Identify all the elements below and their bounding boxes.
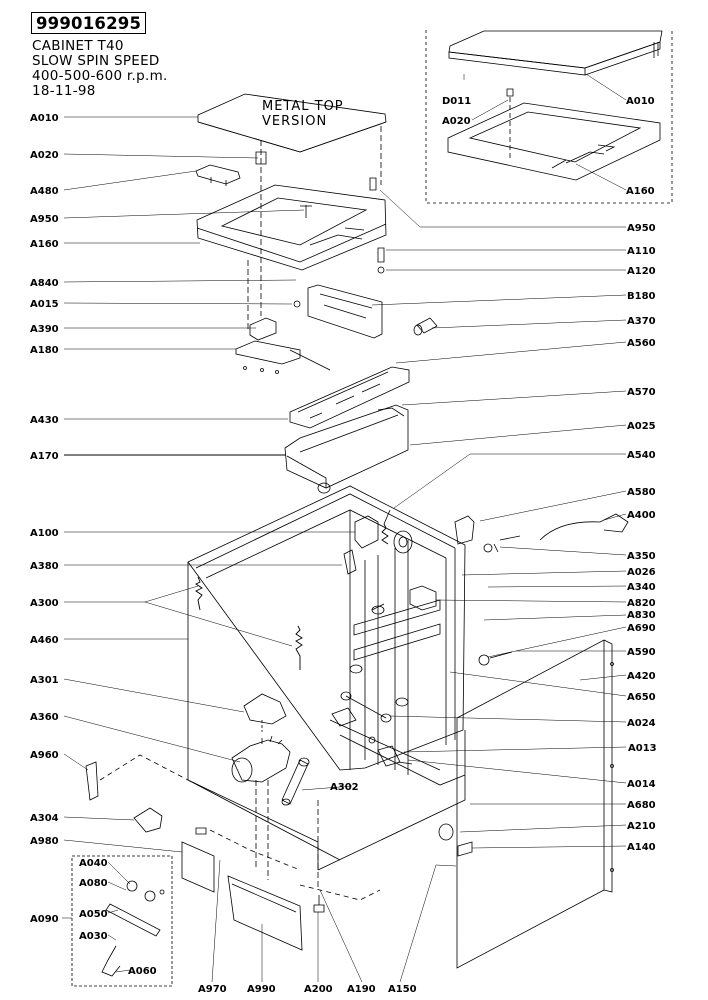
label-A200: A200 — [304, 984, 333, 995]
label-A090: A090 — [30, 914, 59, 925]
label-A030: A030 — [79, 931, 108, 942]
label-B180: B180 — [627, 291, 656, 302]
drain-pump — [231, 739, 291, 783]
label-A304: A304 — [30, 813, 59, 824]
label-A015: A015 — [30, 299, 59, 310]
label-A680: A680 — [627, 800, 656, 811]
label-A180: A180 — [30, 345, 59, 356]
label-A950: A950 — [30, 214, 59, 225]
label-A025: A025 — [627, 421, 656, 432]
label-A820: A820 — [627, 598, 656, 609]
label-A590: A590 — [627, 647, 656, 658]
label-A300: A300 — [30, 598, 59, 609]
label-A160: A160 — [30, 239, 59, 250]
metal-top-note-line1: METAL TOP — [262, 99, 344, 114]
label-D011: D011 — [442, 96, 471, 107]
label-A010: A010 — [30, 113, 59, 124]
label-A980: A980 — [30, 836, 59, 847]
cabinet-body — [187, 485, 466, 771]
detergent-drawer — [284, 404, 409, 489]
label-A430: A430 — [30, 415, 59, 426]
rpm-line: 400-500-600 r.p.m. — [32, 68, 168, 84]
label-A650: A650 — [627, 692, 656, 703]
label-A360: A360 — [30, 712, 59, 723]
label-A302: A302 — [330, 782, 359, 793]
inset-frame-panel — [447, 102, 661, 181]
label-A970: A970 — [198, 984, 227, 995]
label-A110: A110 — [627, 246, 656, 257]
label-A370: A370 — [627, 316, 656, 327]
date-line: 18-11-98 — [32, 83, 96, 99]
label-A950-right: A950 — [627, 223, 656, 234]
label-A080: A080 — [79, 878, 108, 889]
label-A170: A170 — [30, 451, 59, 462]
metal-top-note-line2: VERSION — [262, 114, 328, 129]
label-A100: A100 — [30, 528, 59, 539]
label-A210: A210 — [627, 821, 656, 832]
label-A014: A014 — [627, 779, 656, 790]
label-A020: A020 — [30, 150, 59, 161]
kick-plate — [227, 875, 303, 951]
label-A020-inset: A020 — [442, 116, 471, 127]
label-A301: A301 — [30, 675, 59, 686]
inset-top-panel — [448, 30, 663, 69]
label-A340: A340 — [627, 582, 656, 593]
label-A840: A840 — [30, 278, 59, 289]
label-A990: A990 — [247, 984, 276, 995]
inset-frame — [425, 30, 673, 204]
label-A690: A690 — [627, 623, 656, 634]
label-A140: A140 — [627, 842, 656, 853]
cabinet-title: CABINET T40 — [32, 38, 124, 54]
label-A350: A350 — [627, 551, 656, 562]
label-A040: A040 — [79, 858, 108, 869]
label-A830: A830 — [627, 610, 656, 621]
label-A420: A420 — [627, 671, 656, 682]
label-A026: A026 — [627, 567, 656, 578]
spin-speed-line: SLOW SPIN SPEED — [32, 53, 160, 69]
label-A960: A960 — [30, 750, 59, 761]
label-A013: A013 — [628, 743, 657, 754]
label-A540: A540 — [627, 450, 656, 461]
document-number: 999016295 — [31, 12, 147, 34]
label-A024: A024 — [627, 718, 656, 729]
cabinet-top-frame — [196, 184, 387, 271]
label-A120: A120 — [627, 266, 656, 277]
dispenser-lid — [289, 366, 410, 429]
label-A060: A060 — [128, 966, 157, 977]
label-A560: A560 — [627, 338, 656, 349]
label-A570: A570 — [627, 387, 656, 398]
label-A380: A380 — [30, 561, 59, 572]
filter-flap — [181, 841, 215, 893]
label-A400: A400 — [627, 510, 656, 521]
label-A480: A480 — [30, 186, 59, 197]
label-A150: A150 — [388, 984, 417, 995]
label-A050: A050 — [79, 909, 108, 920]
label-A460: A460 — [30, 635, 59, 646]
power-cord — [539, 513, 629, 541]
label-A390: A390 — [30, 324, 59, 335]
label-A160-inset: A160 — [626, 186, 655, 197]
label-A010-inset: A010 — [626, 96, 655, 107]
label-A190: A190 — [347, 984, 376, 995]
label-A580: A580 — [627, 487, 656, 498]
